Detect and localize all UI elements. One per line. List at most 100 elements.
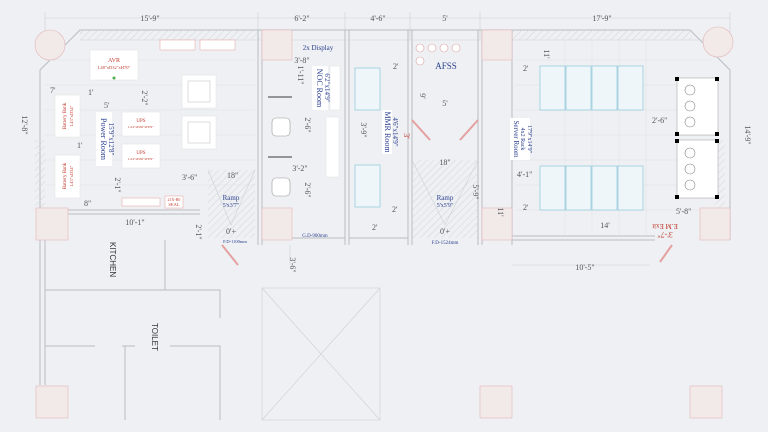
corridor-dim: 3'-6" — [288, 257, 297, 272]
ups-2-spec: L24"xD36"xH79" — [128, 157, 154, 161]
dim-top-afss: 5' — [442, 14, 448, 23]
dim-1ft-b: 1' — [77, 141, 83, 150]
seal-code: 21X-R0 — [168, 197, 181, 202]
ramp-right-level: 0'+ — [440, 227, 450, 236]
ups-1-title: UPS — [136, 119, 145, 124]
kitchen-label: KITCHEN — [108, 242, 117, 277]
mmr-dim-1: 2' — [393, 62, 399, 71]
mmr-room-size: 4'6"x14'9" — [391, 117, 399, 146]
server-dim-5: 14' — [600, 221, 610, 230]
dim-top-server: 17'-9" — [592, 14, 611, 23]
noc-dim-0: 3'-8" — [294, 56, 309, 65]
afss-area: AFSS 5' 9' 3' — [402, 43, 479, 141]
noc-dim-4: 2'-6" — [303, 182, 312, 197]
battery-bank-2-title: Battery Bank — [63, 162, 68, 189]
server-rack — [591, 165, 618, 211]
exit-size: 3'-7" — [657, 230, 672, 239]
avr-spec: L48"xD32"xH70" — [98, 65, 131, 70]
avr-title: AVR — [108, 58, 120, 64]
dim-18in: 18" — [227, 171, 238, 180]
columns — [34, 26, 734, 419]
mmr-dim-0: 3'-9" — [359, 122, 368, 137]
pac-unit-1 — [676, 77, 719, 136]
server-rack — [591, 65, 618, 111]
dim-top-mmr: 4'-6" — [370, 14, 385, 23]
ramp-left-door: F.D-1100mm — [223, 239, 247, 244]
power-room: AVR L48"xD32"xH70" Battery Bank L43"xD34… — [50, 39, 238, 240]
avr-unit — [89, 49, 139, 81]
ac-unit-1 — [181, 74, 217, 109]
dim-top-power: 15'-9" — [140, 14, 159, 23]
ups-2 — [121, 143, 161, 169]
server-rack — [565, 65, 592, 111]
dim-right-height: 14'-9" — [743, 125, 752, 144]
mmr-room: MMR Room 4'6"x14'9" 3'-9" 2' 2' 2' — [354, 62, 399, 232]
chair-1 — [271, 117, 291, 137]
dim-5ft: 5' — [104, 101, 110, 110]
dim-2-1: 2'-1" — [113, 177, 122, 192]
server-room-racks: 4x2 Rack — [519, 128, 525, 151]
ups-1-spec: L24"xD36"xH79" — [128, 125, 154, 129]
afss-label: AFSS — [435, 61, 457, 71]
ramp-right-size: 5'x5'9" — [437, 203, 454, 209]
dim-8in: 8" — [84, 199, 91, 208]
ramp-left-level: 0'+ — [226, 227, 236, 236]
mmr-rack-2 — [354, 164, 381, 208]
dim-left-height: 12'-8" — [20, 115, 29, 134]
ramp-right: 18" Ramp 5'x5'9" 5'-9" 0'+ F.D-1524mm — [411, 158, 480, 246]
afss-dim-0: 5' — [442, 99, 448, 108]
noc-door-label[interactable]: G.D-900mm — [302, 234, 328, 239]
ups-2-title: UPS — [136, 151, 145, 156]
mmr-room-name: MMR Room — [383, 111, 392, 153]
battery-bank-1-title: Battery Bank — [63, 102, 68, 129]
mmr-dim-3: 2' — [372, 223, 378, 232]
toilet-label: TOILET — [150, 323, 159, 351]
noc-room-name: NOC Room — [315, 69, 324, 108]
dim-2-2: 2'-2" — [140, 90, 149, 105]
dim-10-1: 10'-1" — [125, 218, 144, 227]
noc-dim-1: 1'-11" — [296, 65, 305, 84]
ramp-right-top: 18" — [439, 158, 450, 167]
top-dimension-line: 15'-9" 6'-2" 4'-6" 5' 17'-9" — [44, 12, 731, 40]
server-rack — [539, 65, 566, 111]
battery-bank-1-spec: L43"xD34" — [69, 105, 74, 126]
server-rack — [617, 65, 644, 111]
power-room-size: 15'9"x12'8" — [107, 123, 115, 156]
noc-room-size: 6'2"x14'9" — [323, 73, 331, 102]
ramp-left-size: 5'x3'7" — [223, 203, 240, 209]
server-room-size: 17'9"x14'9" — [526, 125, 532, 154]
battery-bank-2-spec: L43"xD34" — [69, 165, 74, 186]
server-dim-4: 2' — [523, 203, 529, 212]
server-dim-7: 5'-8" — [676, 207, 691, 216]
server-room-name: Server Room — [512, 120, 520, 158]
em-exit-label[interactable]: E.M Exit — [652, 222, 678, 230]
dim-top-noc: 6'-2" — [294, 14, 309, 23]
pac-unit-2 — [676, 139, 719, 199]
afss-dim-2: 3' — [402, 133, 411, 139]
lower-area: KITCHEN TOILET — [44, 240, 381, 421]
server-dim-8: 11' — [496, 207, 505, 217]
server-room: Server Room 4x2 Rack 17'9"x14'9" 2' 11' … — [496, 49, 719, 272]
power-room-label-box — [96, 112, 112, 166]
dim-7ft: 7' — [50, 86, 56, 95]
server-rack — [565, 165, 592, 211]
mmr-rack-1 — [354, 67, 381, 111]
server-rack — [539, 165, 566, 211]
ramp-right-side: 5'-9" — [471, 184, 480, 199]
afss-dim-1: 9' — [418, 93, 427, 99]
noc-dim-3: 3'-2" — [292, 164, 307, 173]
mmr-dim-2: 2' — [392, 205, 398, 214]
dim-1ft-a: 1' — [88, 88, 94, 97]
ac-unit-2 — [181, 115, 217, 150]
server-rack — [617, 165, 644, 211]
dim-3-6: 3'-6" — [182, 173, 197, 182]
power-room-name: Power Room — [99, 118, 108, 161]
ramp-right-name: Ramp — [437, 194, 454, 202]
noc-dim-2: 2'-6" — [303, 117, 312, 132]
ramp-right-door: F.D-1524mm — [432, 241, 459, 246]
open-shaft — [261, 287, 381, 421]
server-dim-1: 11' — [542, 49, 551, 59]
chair-2 — [271, 177, 291, 197]
noc-display-label: 2x Display — [303, 44, 334, 52]
